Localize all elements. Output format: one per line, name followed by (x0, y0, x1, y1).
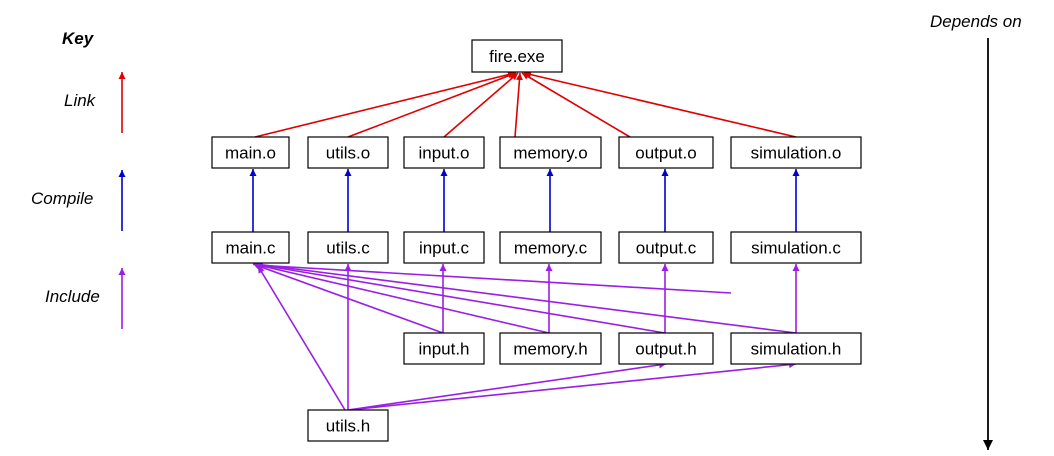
node-label: utils.c (326, 239, 370, 258)
node-memory-o: memory.o (499, 136, 602, 169)
edge-include-output-h-to-main-c (254, 261, 666, 334)
depends-on-axis: Depends on (930, 12, 1022, 450)
node-label: utils.o (326, 144, 370, 163)
node-box (618, 231, 714, 264)
edge-include-simulation-h-to-main-c (255, 261, 797, 334)
legend-include-label: Include (45, 287, 100, 306)
node-label: input.h (418, 340, 469, 359)
node-label: input.o (418, 144, 469, 163)
node-box (499, 231, 602, 264)
edge-link-output-o-to-fire-exe (521, 72, 631, 138)
edge-link-memory-o-to-fire-exe (514, 72, 523, 138)
node-label: memory.o (513, 144, 587, 163)
node-output-c: output.c (618, 231, 714, 264)
edge-link-utils-o-to-fire-exe (347, 72, 517, 138)
node-input-h: input.h (403, 332, 485, 365)
legend-title: Key (62, 29, 95, 48)
node-label: simulation.h (751, 340, 842, 359)
node-simulation-h: simulation.h (730, 332, 862, 365)
node-box (403, 136, 485, 169)
edge-include-utils-h-to-simulation-h (347, 361, 797, 411)
node-fire-exe: fire.exe (471, 39, 563, 73)
edge-link-input-o-to-fire-exe (443, 72, 519, 138)
node-input-o: input.o (403, 136, 485, 169)
edge-link-simulation-o-to-fire-exe (523, 71, 797, 138)
node-box (730, 136, 862, 169)
node-box (307, 136, 389, 169)
edge-include-memory-h-to-main-c (253, 262, 550, 334)
node-label: memory.h (513, 340, 587, 359)
depends-on-label: Depends on (930, 12, 1022, 31)
node-label: memory.c (514, 239, 588, 258)
node-label: main.c (225, 239, 276, 258)
node-box (403, 231, 485, 264)
node-label: simulation.c (751, 239, 841, 258)
legend-link-label: Link (64, 91, 97, 110)
nodes-layer: fire.exe main.o utils.o input.o memory.o outp… (211, 39, 862, 442)
node-box (307, 409, 389, 442)
node-label: output.c (636, 239, 697, 258)
node-main-c: main.c (211, 231, 290, 264)
legend-compile-label: Compile (31, 189, 93, 208)
node-simulation-c: simulation.c (730, 231, 862, 264)
node-utils-c: utils.c (307, 231, 389, 264)
node-input-c: input.c (403, 231, 485, 264)
edge-include-simulation-c-to-main-c (255, 261, 732, 294)
node-box (307, 231, 389, 264)
edges-layer (249, 71, 800, 411)
node-label: utils.h (326, 417, 370, 436)
node-output-o: output.o (618, 136, 714, 169)
legend: Key Link Compile Include (31, 29, 126, 329)
node-simulation-o: simulation.o (730, 136, 862, 169)
edge-include-utils-h-to-output-h (347, 361, 667, 411)
node-box (499, 136, 602, 169)
node-utils-o: utils.o (307, 136, 389, 169)
node-box (471, 39, 563, 73)
node-box (618, 332, 714, 365)
node-box (403, 332, 485, 365)
node-box (499, 332, 602, 365)
node-box (211, 231, 290, 264)
node-output-h: output.h (618, 332, 714, 365)
node-box (730, 332, 862, 365)
node-memory-c: memory.c (499, 231, 602, 264)
node-box (730, 231, 862, 264)
node-label: main.o (225, 144, 276, 163)
edge-link-main-o-to-fire-exe (254, 71, 516, 138)
node-label: output.h (635, 340, 696, 359)
node-label: fire.exe (489, 47, 545, 66)
node-box (211, 136, 290, 169)
node-label: input.c (419, 239, 470, 258)
node-label: simulation.o (751, 144, 842, 163)
node-box (618, 136, 714, 169)
node-utils-h: utils.h (307, 409, 389, 442)
node-main-o: main.o (211, 136, 290, 169)
edge-include-utils-h-to-main-c (257, 265, 346, 411)
node-label: output.o (635, 144, 696, 163)
node-memory-h: memory.h (499, 332, 602, 365)
